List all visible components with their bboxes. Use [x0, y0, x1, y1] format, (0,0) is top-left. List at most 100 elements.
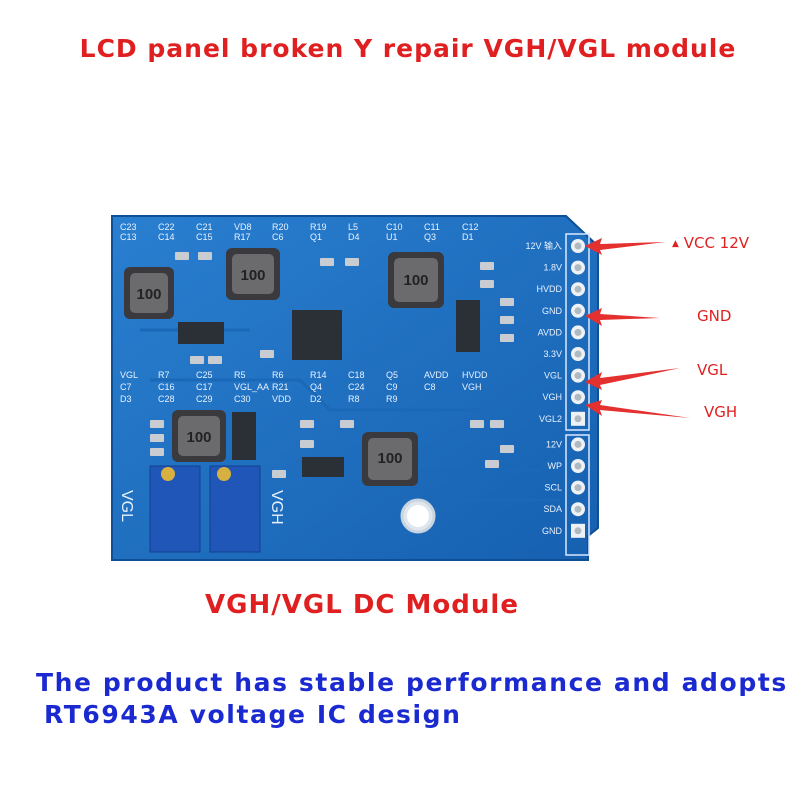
pin-label: AVDD: [538, 327, 563, 337]
pin-label: VGL: [544, 371, 562, 381]
component-label: C12: [462, 222, 479, 232]
callout-vgl: VGL: [697, 361, 728, 379]
pin-label: 3.3V: [543, 349, 562, 359]
smd-component: [470, 420, 484, 428]
component-label: C21: [196, 222, 213, 232]
description-line-2: RT6943A voltage IC design: [44, 700, 462, 729]
silk-vgl: VGL: [118, 490, 135, 522]
svg-text:100: 100: [186, 429, 211, 446]
smd-component: [500, 316, 514, 324]
diode: [302, 457, 344, 477]
smd-component: [272, 470, 286, 478]
component-label: C23: [120, 222, 137, 232]
smd-component: [500, 334, 514, 342]
pin-label: SDA: [543, 504, 562, 514]
component-label: Q5: [386, 370, 398, 380]
component-label: C24: [348, 382, 365, 392]
inductor: 100: [362, 432, 418, 486]
component-label: VGL_AA: [234, 382, 269, 392]
inductor: 100: [124, 267, 174, 319]
arrow-vcc: [585, 238, 665, 255]
component-label: AVDD: [424, 370, 449, 380]
svg-text:100: 100: [377, 450, 402, 467]
inductor: 100: [388, 252, 444, 308]
pcb-traces: [140, 328, 562, 502]
smd-component: [300, 440, 314, 448]
smd-component: [485, 460, 499, 468]
smd-component: [150, 448, 164, 456]
diode: [232, 412, 256, 460]
component-label: C28: [158, 394, 175, 404]
triangle-up-icon: ▲: [672, 239, 679, 249]
component-label: C11: [424, 222, 440, 232]
component-label: L5: [348, 222, 358, 232]
pin-label: 1.8V: [543, 263, 562, 273]
smd-component: [300, 420, 314, 428]
potentiometer-vgh: [209, 465, 261, 553]
smd-component: [175, 252, 189, 260]
smd-component: [480, 280, 494, 288]
callout-vgh: VGH: [704, 403, 738, 421]
component-label: D1: [462, 232, 474, 242]
pin-label: 12V: [546, 439, 562, 449]
arrow-vgh: [585, 400, 690, 418]
smd-component: [320, 258, 334, 266]
component-label: R17: [234, 232, 251, 242]
smd-component: [480, 262, 494, 270]
smd-component: [500, 298, 514, 306]
component-label: R8: [348, 394, 360, 404]
pin-label: WP: [548, 461, 563, 471]
component-label: C18: [348, 370, 365, 380]
component-label: R6: [272, 370, 284, 380]
component-label: C6: [272, 232, 284, 242]
callout-arrows: [585, 238, 690, 418]
header-outline-1: [565, 233, 590, 431]
component-label: C13: [120, 232, 137, 242]
callout-gnd: GND: [697, 307, 732, 325]
component-label: VGL: [120, 370, 138, 380]
pin-label: GND: [542, 306, 563, 316]
inductor: 100: [172, 410, 226, 462]
component-label: Q1: [310, 232, 322, 242]
smd-component: [150, 420, 164, 428]
component-label: VGH: [462, 382, 482, 392]
component-label: C30: [234, 394, 251, 404]
component-label: D2: [310, 394, 322, 404]
potentiometer-vgl: [149, 465, 201, 553]
description-line-1: The product has stable performance and a…: [36, 668, 788, 697]
component-label: R20: [272, 222, 289, 232]
component-label: C7: [120, 382, 132, 392]
component-label: R7: [158, 370, 170, 380]
pin-label: VGH: [542, 392, 562, 402]
rt6943a-ic: [292, 310, 342, 360]
component-label: VD8: [234, 222, 252, 232]
component-label: R21: [272, 382, 289, 392]
svg-text:100: 100: [403, 272, 428, 289]
smd-component: [150, 434, 164, 442]
component-label: C17: [196, 382, 213, 392]
component-label: D3: [120, 394, 132, 404]
smd-component: [198, 252, 212, 260]
component-label: C14: [158, 232, 175, 242]
diode: [456, 300, 480, 352]
smd-component: [500, 445, 514, 453]
smd-component: [260, 350, 274, 358]
diode: [178, 322, 224, 344]
smd-component: [190, 356, 204, 364]
arrow-gnd: [585, 308, 660, 326]
component-label: HVDD: [462, 370, 488, 380]
component-label: C10: [386, 222, 403, 232]
pin-label: SCL: [544, 483, 562, 493]
smd-component: [345, 258, 359, 266]
component-label: R9: [386, 394, 398, 404]
pin-label: 12V 输入: [525, 240, 562, 251]
component-label: R14: [310, 370, 327, 380]
component-label: C15: [196, 232, 213, 242]
component-label: C16: [158, 382, 175, 392]
page-title: LCD panel broken Y repair VGH/VGL module: [79, 34, 737, 63]
component-label: Q3: [424, 232, 436, 242]
component-label: C9: [386, 382, 398, 392]
silk-vgh: VGH: [268, 490, 285, 525]
component-label: D4: [348, 232, 360, 242]
module-subtitle: VGH/VGL DC Module: [205, 590, 519, 620]
